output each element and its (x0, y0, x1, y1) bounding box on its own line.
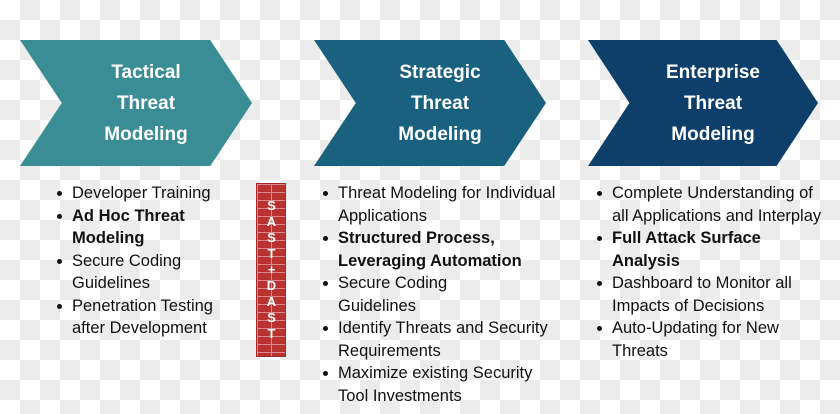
list-item: Maximize existing Security Tool Investme… (320, 362, 560, 407)
list-item: Threat Modeling for Individual Applicati… (320, 182, 560, 227)
stage-title-line: Tactical (111, 61, 181, 83)
wall-label: SAST+DAST (264, 198, 279, 342)
sast-dast-brick-wall: SAST+DAST (256, 183, 286, 357)
stage-strategic-chevron: Strategic Threat Modeling (314, 40, 546, 166)
list-item: Dashboard to Monitor all Impacts of Deci… (594, 272, 824, 317)
stage-title-line: Strategic (399, 61, 481, 83)
list-item: Secure Coding Guidelines (54, 250, 244, 295)
stage-title-line: Modeling (398, 123, 482, 145)
stage-title: Tactical Threat Modeling (104, 57, 187, 150)
stage-title-line: Enterprise (666, 61, 760, 83)
stage-title-line: Threat (410, 92, 470, 114)
list-item: Penetration Testing after Development (54, 295, 244, 340)
list-item: Identify Threats and Security Requiremen… (320, 317, 560, 362)
stage-title-line: Threat (116, 92, 176, 114)
tactical-bullet-list: Developer Training Ad Hoc Threat Modelin… (54, 182, 244, 340)
stage-enterprise-chevron: Enterprise Threat Modeling (588, 40, 818, 166)
list-item: Structured Process, Leveraging Automatio… (320, 227, 560, 272)
list-item: Ad Hoc Threat Modeling (54, 205, 244, 250)
enterprise-bullet-list: Complete Understanding of all Applicatio… (594, 182, 824, 362)
stage-title: Strategic Threat Modeling (398, 57, 481, 150)
list-item: Complete Understanding of all Applicatio… (594, 182, 824, 227)
stage-tactical-chevron: Tactical Threat Modeling (20, 40, 252, 166)
list-item: Auto-Updating for New Threats (594, 317, 812, 362)
stage-title: Enterprise Threat Modeling (666, 57, 760, 150)
stage-title-line: Threat (683, 92, 743, 114)
list-item: Developer Training (54, 182, 244, 205)
stage-title-line: Modeling (671, 123, 755, 145)
strategic-bullet-list: Threat Modeling for Individual Applicati… (320, 182, 560, 407)
list-item: Secure Coding Guidelines (320, 272, 488, 317)
list-item: Full Attack Surface Analysis (594, 227, 792, 272)
stage-title-line: Modeling (104, 123, 188, 145)
